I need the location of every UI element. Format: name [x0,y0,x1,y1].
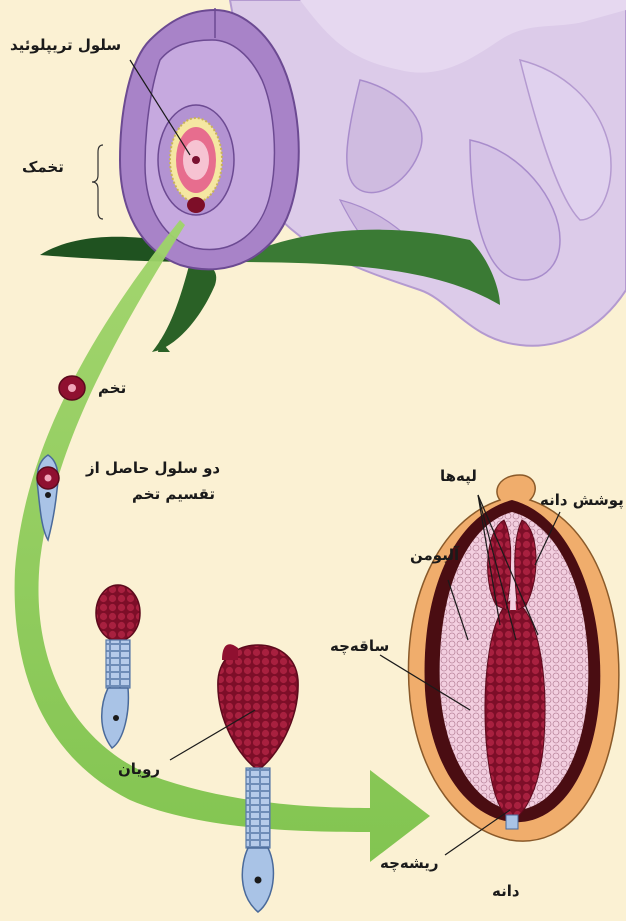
ovule-bracket [92,145,103,219]
development-arrow [15,220,430,862]
ovule-structure [120,8,299,269]
label-albumen: آلبومن [410,548,459,563]
label-zygote: تخم [98,381,126,396]
label-seed-coat: پوشش دانه [540,493,624,508]
label-seed: دانه [492,884,520,899]
label-hypocotyl: ساقه‌چه [330,639,389,654]
label-radicle: ریشه‌چه [380,856,439,871]
label-triploid-cell: سلول تریپلوئید [10,38,121,53]
label-two-cells-line1: دو سلول حاصل از [86,461,220,476]
zygote [59,376,85,400]
label-ovule: تخمک [22,160,64,175]
seed [408,475,618,841]
label-embryo: رویان [118,762,160,777]
label-two-cells-line2: تقسیم تخم [132,487,215,502]
heart-stage-embryo [218,644,298,912]
label-cotyledons: لپه‌ها [440,469,477,484]
early-embryo [96,585,140,748]
